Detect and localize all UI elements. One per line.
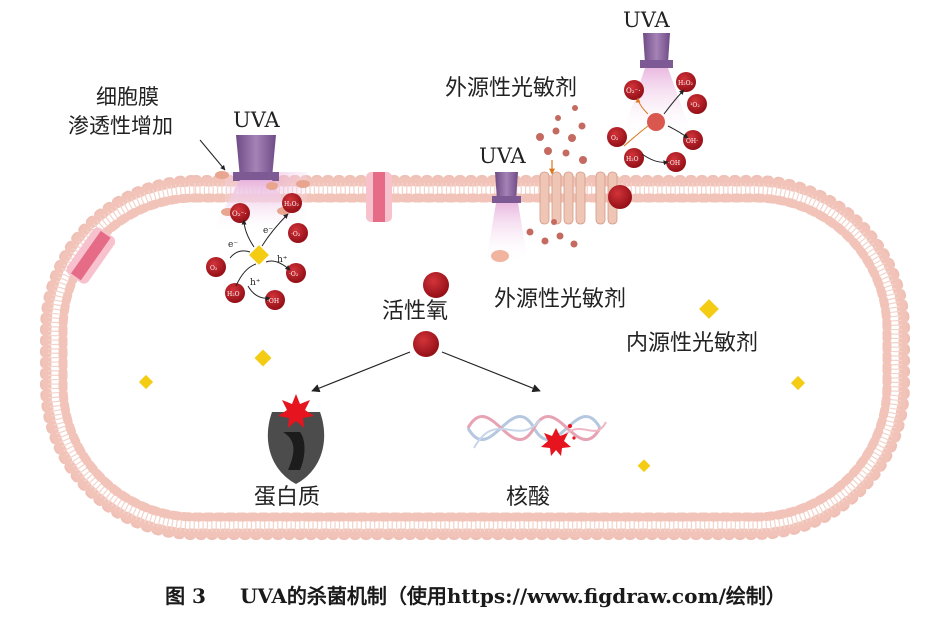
protein-icon	[267, 394, 325, 484]
reaction-cluster-left: O₂⁻· H₂O₂ ·O₂ e⁻ e⁻ h⁺ h⁺ O₂ H₂O ·OH ·O₂	[206, 193, 308, 310]
label-uva-center: UVA	[479, 144, 526, 168]
label-membrane-perm-line2: 渗透性增加	[68, 114, 173, 138]
membrane-perm-particles	[215, 171, 310, 216]
rr-o2-radical: O₂⁻·	[626, 87, 640, 95]
transporter-protein	[539, 171, 618, 225]
dna-helix-icon	[466, 414, 607, 456]
ros-arrow-to-dna	[441, 351, 541, 393]
rl-h-plus-1: h⁺	[250, 278, 261, 288]
cell-membrane	[40, 175, 910, 540]
rr-h2o2: H₂O₂	[678, 80, 694, 87]
rl-h2o: H₂O	[227, 291, 240, 298]
label-uva-top-right: UVA	[623, 8, 670, 32]
rl-h2o2: H₂O₂	[284, 201, 300, 208]
label-protein: 蛋白质	[254, 485, 321, 510]
caption-text: UVA的杀菌机制（使用https://www.figdraw.com/绘制）	[239, 584, 786, 608]
label-nucleic-acid: 核酸	[506, 485, 551, 510]
exo-ps-membrane-ros	[608, 185, 632, 209]
reaction-cluster-right: O₂⁻· H₂O₂ ¹O₂ O₂ OH· H₂O ·OH	[607, 72, 707, 172]
ros-particle-center	[413, 331, 439, 357]
rl-oh: ·OH	[267, 298, 279, 305]
endogenous-ps-markers	[138, 299, 806, 473]
rl-o2: O₂	[210, 265, 218, 272]
rl-o2-radical: O₂⁻·	[232, 210, 246, 218]
rr-oh: ·OH	[668, 160, 680, 167]
rl-e-minus-1: e⁻	[228, 240, 238, 250]
ros-particle-upper	[423, 272, 449, 298]
caption-figure-number: 图 3	[165, 584, 206, 608]
channel-top	[366, 172, 392, 222]
label-exo-ps-inner: 外源性光敏剂	[494, 287, 627, 312]
label-exo-ps-top: 外源性光敏剂	[445, 76, 578, 101]
rl-o2-right: ·O₂	[291, 231, 301, 238]
rl-h-plus-2: h⁺	[277, 255, 288, 265]
figure-caption: 图 3 UVA的杀菌机制（使用https://www.figdraw.com/绘制…	[0, 580, 951, 609]
ros-arrow-to-protein	[311, 351, 411, 393]
uva-lamp-center	[486, 172, 528, 262]
rl-o7: ·O₂	[289, 271, 299, 278]
label-ros: 活性氧	[382, 299, 449, 324]
uva-lamp-left	[212, 135, 307, 234]
label-uva-left: UVA	[233, 108, 280, 132]
rr-oh-dot: OH·	[686, 138, 698, 145]
rr-o2-single: ¹O₂	[690, 102, 700, 109]
membrane-perm-pointer	[199, 139, 226, 171]
channel-left	[66, 227, 116, 284]
label-endo-ps: 内源性光敏剂	[626, 331, 759, 356]
label-membrane-perm-line1: 细胞膜	[96, 85, 159, 109]
exo-ps-particles	[526, 105, 587, 248]
rr-o2: O₂	[611, 135, 619, 142]
rr-h2o: H₂O	[626, 156, 639, 163]
rl-e-minus-2: e⁻	[263, 226, 273, 236]
